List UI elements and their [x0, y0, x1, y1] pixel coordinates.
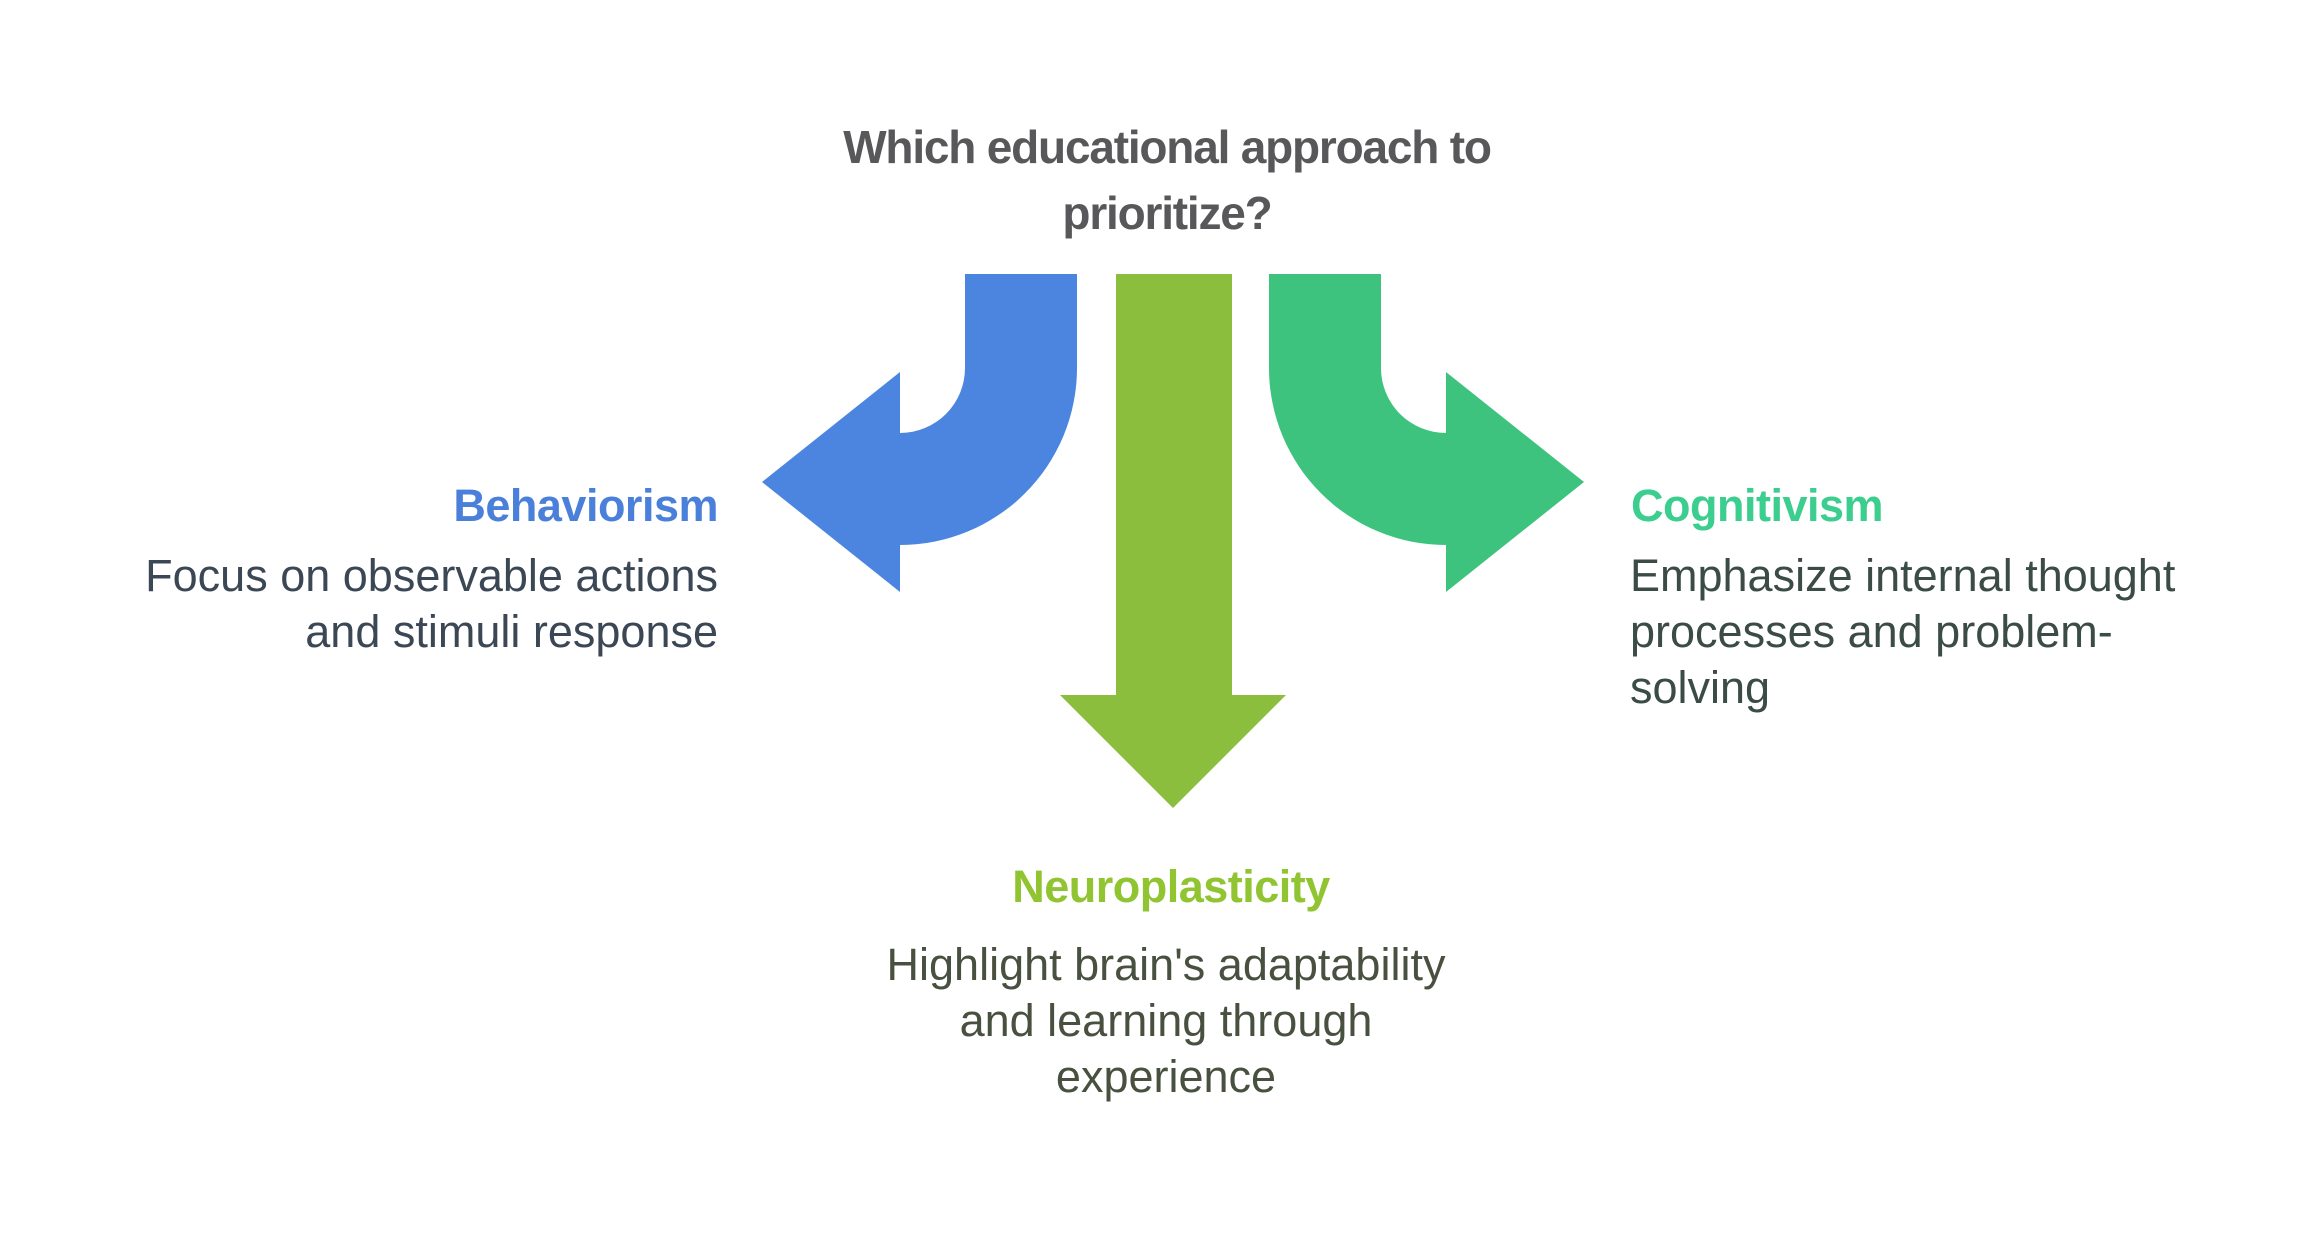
- cognitivism-curved-arrow-down-right-icon: [1269, 274, 1584, 592]
- behaviorism-description: Focus on observable actions and stimuli …: [145, 550, 718, 657]
- neuroplasticity-straight-arrow-down-icon: [1060, 274, 1286, 808]
- behaviorism-curved-arrow-down-left-icon: [762, 274, 1077, 592]
- neuroplasticity-description: Highlight brain's adaptability and learn…: [886, 939, 1446, 1102]
- cognitivism-description: Emphasize internal thought processes and…: [1630, 550, 2176, 713]
- cognitivism-label: Cognitivism: [1631, 480, 1884, 531]
- neuroplasticity-label: Neuroplasticity: [1012, 861, 1330, 912]
- behaviorism-label: Behaviorism: [453, 480, 718, 531]
- page-title: Which educational approach to prioritize…: [843, 121, 1492, 239]
